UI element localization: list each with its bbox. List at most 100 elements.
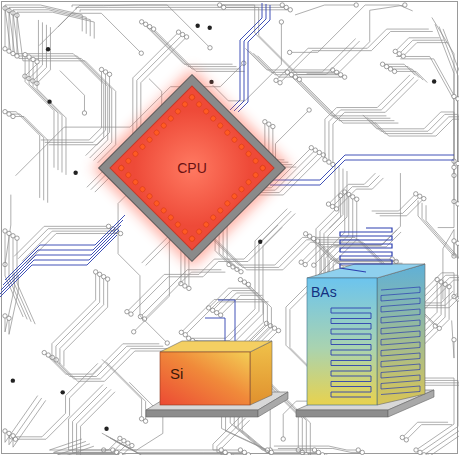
- trace-pad: [269, 450, 273, 454]
- trace-pad: [3, 47, 7, 51]
- circuit-trace: [295, 77, 394, 121]
- circuit-trace: [425, 280, 459, 309]
- trace-pad: [435, 277, 439, 281]
- trace-pad: [288, 8, 292, 12]
- trace-pad: [183, 284, 187, 288]
- trace-pad: [312, 448, 316, 452]
- trace-pad: [107, 72, 111, 76]
- circuit-trace: [391, 69, 424, 80]
- trace-pad: [143, 419, 147, 423]
- via-dot: [73, 171, 77, 175]
- trace-pad: [400, 435, 404, 439]
- trace-pad: [323, 157, 327, 161]
- thermal-meander: [340, 228, 392, 272]
- trace-pad: [139, 20, 143, 24]
- circuit-trace: [276, 29, 429, 80]
- trace-pad: [130, 443, 134, 447]
- chip-pin: [188, 235, 195, 242]
- trace-pad: [264, 321, 268, 325]
- block-front: [307, 278, 377, 405]
- signal-trace: [0, 230, 119, 295]
- base-plate-edge: [146, 410, 258, 417]
- trace-pad: [299, 260, 303, 264]
- circuit-trace: [52, 272, 96, 359]
- block-front: [160, 352, 250, 405]
- trace-pad: [388, 67, 392, 71]
- signal-trace: [3, 220, 123, 285]
- trace-pad: [285, 70, 289, 74]
- circuit-trace: [438, 167, 454, 227]
- trace-pad: [179, 330, 183, 334]
- trace-pad: [242, 280, 246, 284]
- trace-pad: [303, 232, 307, 236]
- trace-pad: [418, 450, 422, 454]
- trace-pad: [219, 448, 223, 452]
- chip-pin: [224, 200, 231, 207]
- circuit-trace: [13, 10, 90, 54]
- trace-pad: [354, 3, 358, 7]
- signal-trace: [234, 4, 266, 111]
- trace-pad: [456, 97, 459, 101]
- trace-pad: [263, 120, 267, 124]
- via-dot: [104, 427, 108, 431]
- circuit-trace: [380, 199, 424, 216]
- circuit-trace: [144, 272, 225, 319]
- circuit-trace: [291, 75, 390, 119]
- trace-pad: [307, 108, 311, 112]
- trace-pad: [456, 161, 459, 165]
- trace-pad: [186, 336, 190, 340]
- chip-label: Si: [170, 365, 183, 382]
- trace-pad: [151, 27, 155, 31]
- chip-pin: [259, 164, 266, 171]
- circuit-trace: [280, 31, 433, 82]
- trace-pad: [289, 72, 293, 76]
- trace-pad: [23, 52, 27, 56]
- circuit-trace: [395, 71, 428, 82]
- circuit-trace: [9, 398, 42, 445]
- trace-pad: [246, 282, 250, 286]
- trace-pad: [452, 94, 456, 98]
- trace-pad: [238, 448, 242, 452]
- via-dot: [209, 80, 213, 84]
- chip-pin: [146, 136, 153, 143]
- circuit-trace: [25, 20, 39, 76]
- chip-package: [99, 75, 286, 262]
- trace-pad: [7, 112, 11, 116]
- trace-pad: [317, 150, 321, 154]
- via-dot: [432, 79, 436, 83]
- signal-trace: [270, 155, 454, 180]
- circuit-trace: [39, 5, 210, 48]
- trace-pad: [126, 441, 130, 445]
- signal-trace: [270, 160, 454, 185]
- circuit-trace: [9, 11, 108, 159]
- trace-pad: [179, 281, 183, 285]
- chip-pin: [174, 108, 181, 115]
- circuit-trace: [406, 425, 452, 440]
- circuit-trace: [106, 362, 146, 421]
- trace-pad: [279, 20, 283, 24]
- circuit-trace: [33, 25, 47, 81]
- trace-pad: [312, 263, 316, 267]
- chip-pin: [160, 122, 167, 129]
- trace-pad: [99, 67, 103, 71]
- trace-pad: [147, 24, 151, 28]
- circuit-trace: [17, 238, 35, 324]
- circuit-trace: [301, 230, 397, 263]
- trace-pad: [238, 277, 242, 281]
- trace-pad: [7, 231, 11, 235]
- trace-pad: [284, 5, 288, 9]
- circuit-trace: [399, 40, 443, 54]
- chip-die: [110, 86, 274, 250]
- chip-pin: [238, 143, 245, 150]
- trace-pad: [214, 310, 218, 314]
- trace-pad: [35, 60, 39, 64]
- signal-trace: [205, 318, 225, 344]
- circuit-trace: [217, 293, 259, 313]
- trace-pad: [3, 429, 7, 433]
- trace-pad: [456, 241, 459, 245]
- circuit-trace: [221, 295, 263, 315]
- via-dot: [11, 378, 15, 382]
- thermal-meander: [381, 287, 420, 395]
- signal-trace: [5, 215, 125, 280]
